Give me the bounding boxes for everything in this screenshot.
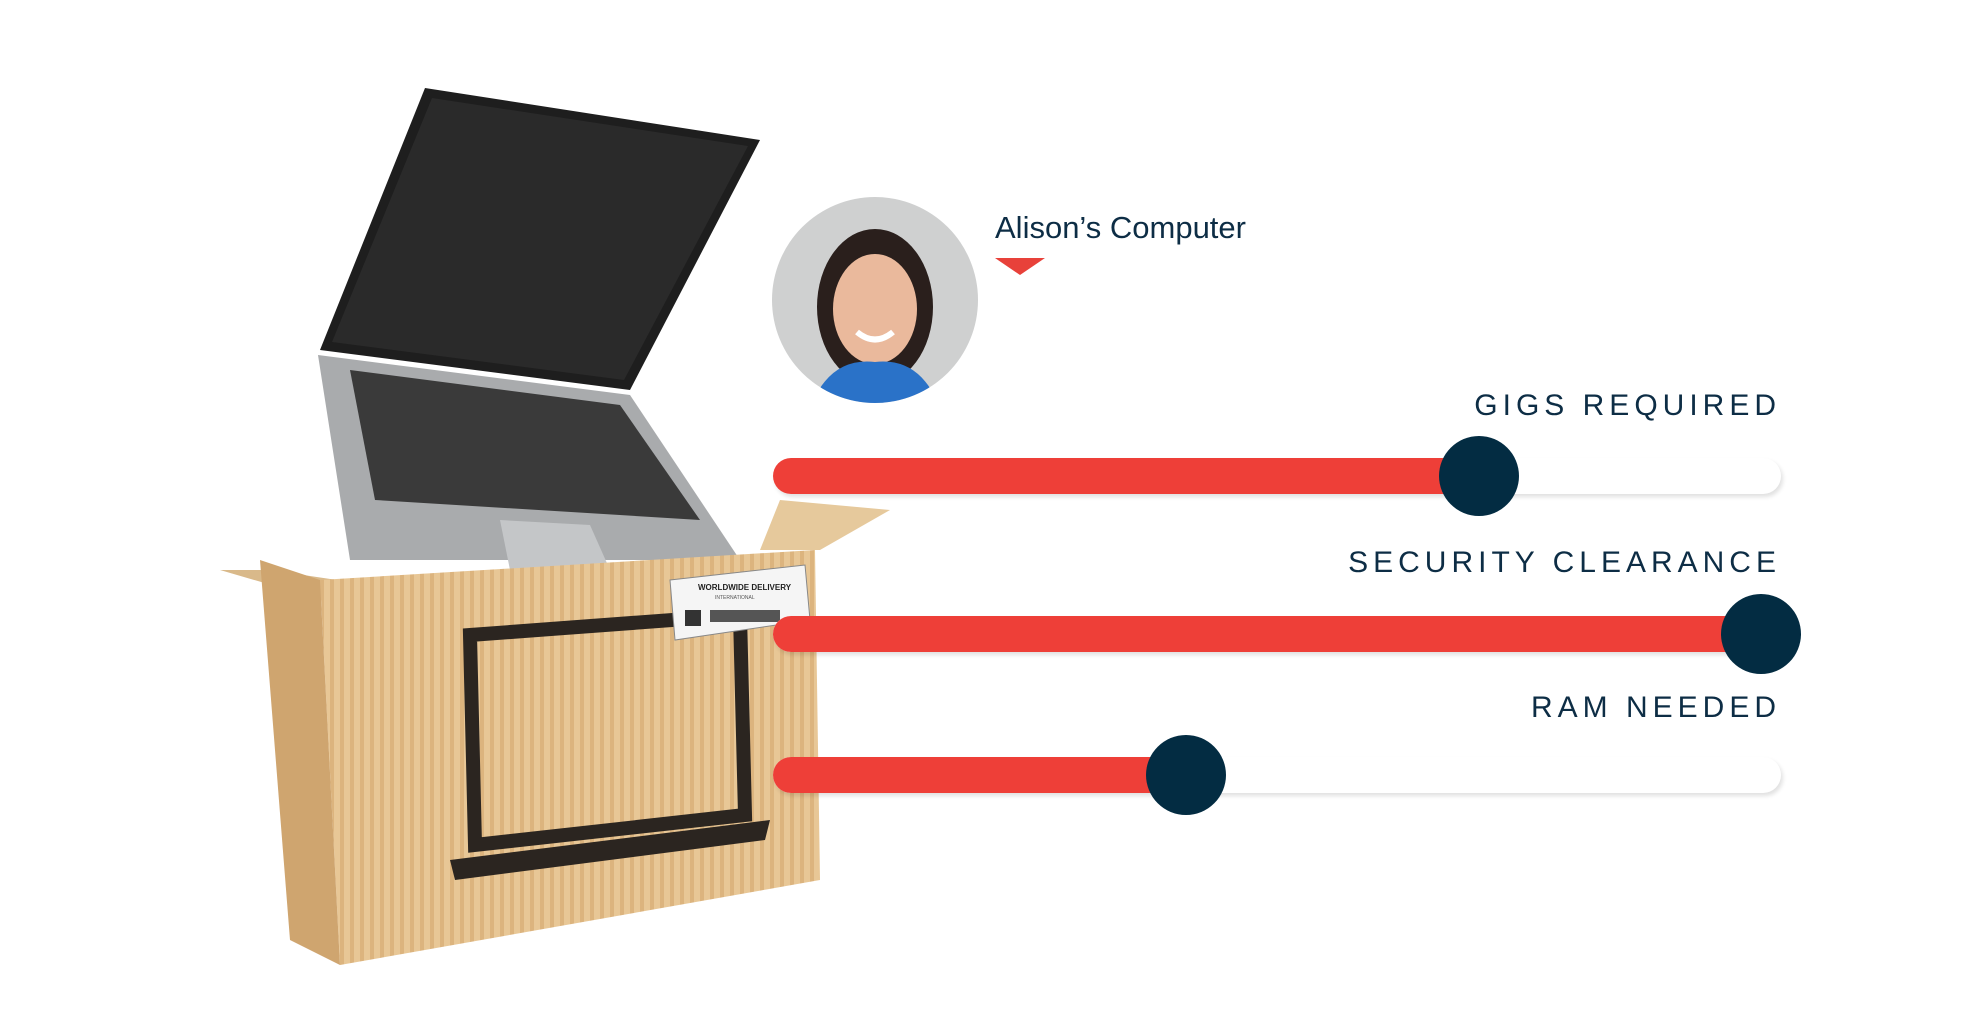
person-photo xyxy=(812,229,938,403)
slider-label-ram: RAM NEEDED xyxy=(1530,691,1781,724)
slider-security-clearance[interactable] xyxy=(773,594,1801,674)
box-side xyxy=(260,560,340,965)
slider-gigs-required[interactable] xyxy=(773,436,1781,516)
slider-knob[interactable] xyxy=(1438,436,1519,516)
slider-label-gigs: GIGS REQUIRED xyxy=(1474,389,1781,422)
laptop-in-box-illustration: WORLDWIDE DELIVERY INTERNATIONAL xyxy=(220,88,890,965)
slider-ram-needed[interactable] xyxy=(773,735,1781,815)
slider-knob[interactable] xyxy=(1146,735,1227,815)
slider-knob[interactable] xyxy=(1720,594,1801,674)
slider-fill xyxy=(773,458,1479,494)
slider-fill xyxy=(773,616,1761,652)
box-laptop-outline xyxy=(462,607,753,853)
box-front xyxy=(320,550,820,965)
laptop xyxy=(318,88,760,570)
dropdown-caret-icon[interactable] xyxy=(995,258,1045,275)
svg-text:INTERNATIONAL: INTERNATIONAL xyxy=(715,595,755,601)
svg-text:WORLDWIDE DELIVERY: WORLDWIDE DELIVERY xyxy=(698,583,792,592)
slider-fill xyxy=(773,757,1187,793)
computer-owner-title: Alison’s Computer xyxy=(995,210,1246,245)
shipping-label: WORLDWIDE DELIVERY INTERNATIONAL xyxy=(669,564,811,641)
slider-label-security: SECURITY CLEARANCE xyxy=(1348,546,1781,579)
avatar xyxy=(772,197,978,403)
box-flap-right xyxy=(760,500,890,550)
